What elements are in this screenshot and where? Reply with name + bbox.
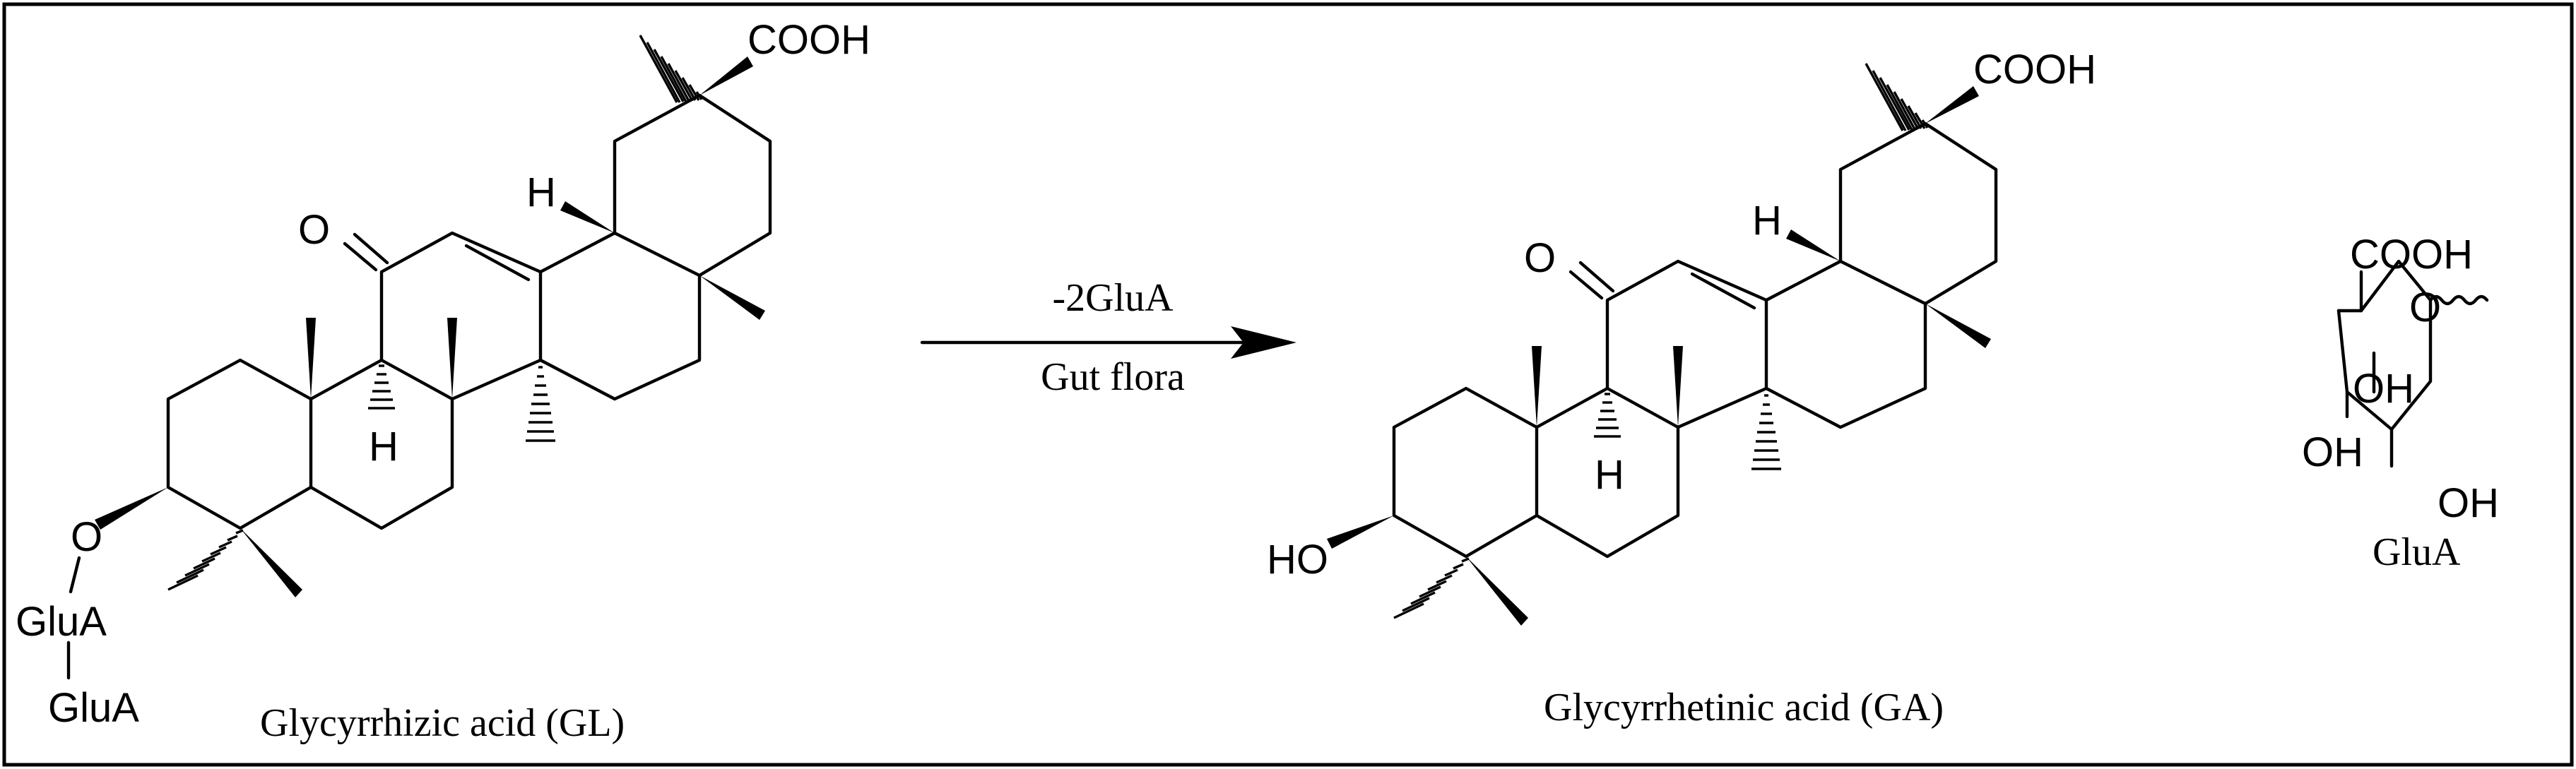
ether-oxygen-label: O — [71, 514, 102, 560]
glua-sugar-2-label: GluA — [48, 685, 139, 731]
glycyrrhetinic-acid-structure: COOH O H H HO Glycyrrhetinic acid (GA) — [1267, 47, 2096, 729]
glucuronic-acid-structure: COOH O OH OH OH GluA — [2302, 232, 2499, 574]
sugar-hydroxyl-2-label: OH — [2302, 429, 2363, 475]
ketone-oxygen-label: O — [298, 207, 330, 253]
hydrogen-c9-label: H — [369, 424, 398, 470]
ring-bonds — [66, 35, 772, 680]
hydrogen-c9-label: H — [1595, 452, 1624, 498]
glycyrrhizic-acid-structure: COOH O H H O GluA GluA Glycyrrhizic acid… — [16, 17, 870, 745]
condition-below-arrow: Gut flora — [1041, 355, 1185, 399]
carboxyl-label: COOH — [1973, 47, 2096, 93]
reagent-above-arrow: -2GluA — [1052, 276, 1174, 320]
sugar-ring-oxygen-label: O — [2409, 285, 2441, 330]
glua-sugar-1-label: GluA — [16, 599, 107, 645]
ring-bonds — [1327, 63, 1998, 626]
reaction-arrow-group: -2GluA Gut flora — [920, 276, 1296, 399]
reaction-arrow-head — [1231, 326, 1296, 359]
glycyrrhetinic-acid-caption: Glycyrrhetinic acid (GA) — [1544, 686, 1944, 729]
ketone-oxygen-label: O — [1524, 235, 1556, 281]
hydrogen-c18-label: H — [526, 169, 556, 215]
atom-labels: COOH O H H O GluA GluA — [16, 17, 870, 731]
sugar-hydroxyl-3-label: OH — [2438, 480, 2499, 526]
hydrogen-c18-label: H — [1752, 198, 1782, 244]
glua-caption: GluA — [2373, 530, 2461, 574]
carboxyl-label: COOH — [748, 17, 870, 63]
sugar-hydroxyl-1-label: OH — [2353, 366, 2414, 412]
hydroxyl-label: HO — [1267, 537, 1328, 583]
sugar-carboxyl-label: COOH — [2350, 232, 2473, 278]
glycyrrhizic-acid-caption: Glycyrrhizic acid (GL) — [260, 701, 625, 745]
atom-labels: COOH O H H HO — [1267, 47, 2096, 583]
atom-labels: COOH O OH OH OH — [2302, 232, 2499, 526]
ring-bonds — [2336, 259, 2489, 468]
